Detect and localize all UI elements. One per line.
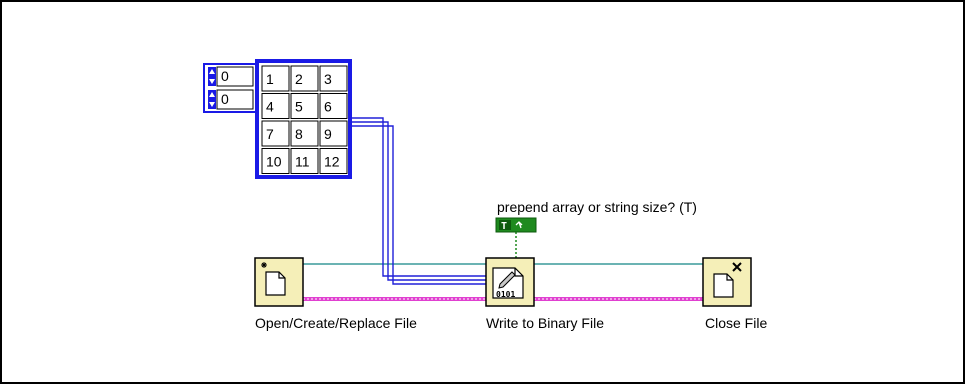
write-binary-node[interactable]: 0101 [485, 257, 535, 307]
array-cell[interactable] [261, 120, 290, 147]
array-wire [351, 117, 486, 285]
array-cell-value: 5 [295, 99, 303, 115]
array-cell[interactable] [319, 148, 348, 174]
array-cell[interactable] [290, 93, 319, 119]
array-cell-value: 7 [266, 126, 274, 142]
close-file-node[interactable] [702, 257, 752, 307]
write-binary-label: Write to Binary File [486, 315, 604, 331]
array-cell-value: 4 [266, 99, 274, 115]
close-file-label: Close File [705, 315, 767, 331]
spin-up-icon [209, 92, 215, 97]
array-index-1[interactable]: 0 [208, 89, 254, 110]
file-close-icon [713, 262, 742, 298]
index-value: 0 [221, 91, 229, 107]
open-file-label: Open/Create/Replace File [255, 315, 417, 331]
index-spinner[interactable] [208, 67, 216, 86]
array-cell[interactable] [261, 65, 290, 92]
array-cell-value: 8 [295, 126, 303, 142]
array-cell[interactable] [290, 120, 319, 147]
write-binary-icon: 0101 [492, 267, 524, 299]
spin-up-icon [209, 69, 215, 74]
array-cell-value: 10 [266, 154, 282, 170]
array-cell[interactable] [290, 65, 319, 92]
index-value: 0 [221, 68, 229, 84]
index-field[interactable] [216, 89, 254, 110]
array-cell[interactable] [319, 120, 348, 147]
array-cell-value: 11 [295, 154, 310, 170]
spin-down-icon [209, 102, 215, 107]
boolean-constant[interactable]: T [495, 217, 537, 233]
boolean-glyph: T [501, 221, 507, 232]
array-cell[interactable] [261, 93, 290, 119]
boolean-toggle-icon [515, 221, 523, 229]
array-cell-value: 3 [324, 71, 332, 87]
array-cell-value: 2 [295, 71, 303, 87]
array-index-0[interactable]: 0 [208, 66, 254, 87]
array-cell[interactable] [319, 65, 348, 92]
open-file-node[interactable] [254, 257, 304, 307]
file-open-icon [261, 262, 286, 296]
index-field[interactable] [216, 66, 254, 87]
write-binary-glyph: 0101 [496, 290, 515, 299]
array-cell-value: 6 [324, 99, 332, 115]
array-cell-value: 9 [324, 126, 332, 142]
spin-down-icon [209, 79, 215, 84]
array-cell-value: 1 [266, 71, 274, 87]
boolean-label: prepend array or string size? (T) [497, 199, 697, 215]
array-cell-value: 12 [324, 154, 340, 170]
index-spinner[interactable] [208, 90, 216, 109]
array-cell[interactable] [290, 148, 319, 174]
array-cell[interactable] [319, 93, 348, 119]
array-cell[interactable] [261, 148, 290, 174]
